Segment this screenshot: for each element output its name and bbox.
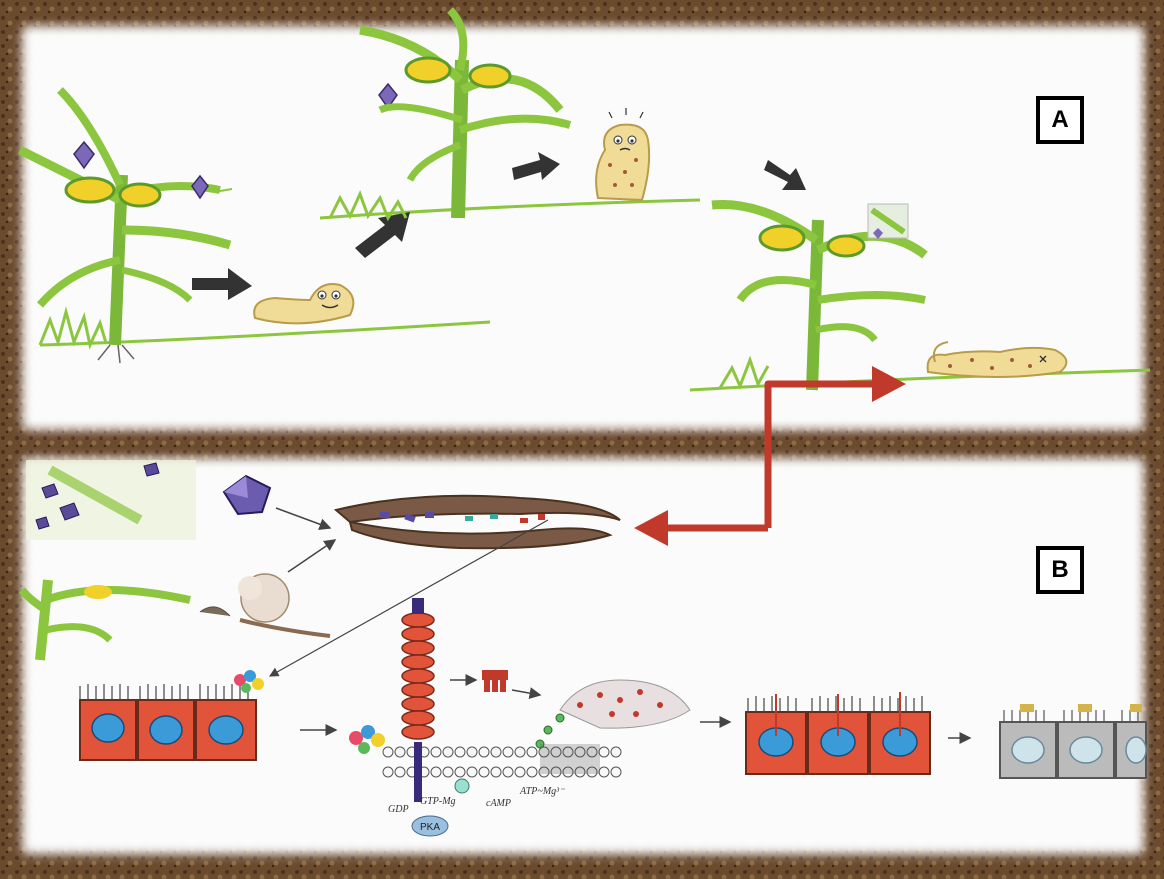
gdp-label: GDP (388, 804, 409, 815)
atp-label: ATP~Mg³⁻ (519, 786, 565, 797)
gtp-label: GTP-Mg (420, 796, 456, 807)
pka-label: PKA (420, 822, 440, 833)
toxin-icon (482, 670, 508, 692)
panel-label-b: B (1036, 546, 1084, 594)
camp-label: cAMP (486, 798, 511, 809)
panel-label-a: A (1036, 96, 1084, 144)
